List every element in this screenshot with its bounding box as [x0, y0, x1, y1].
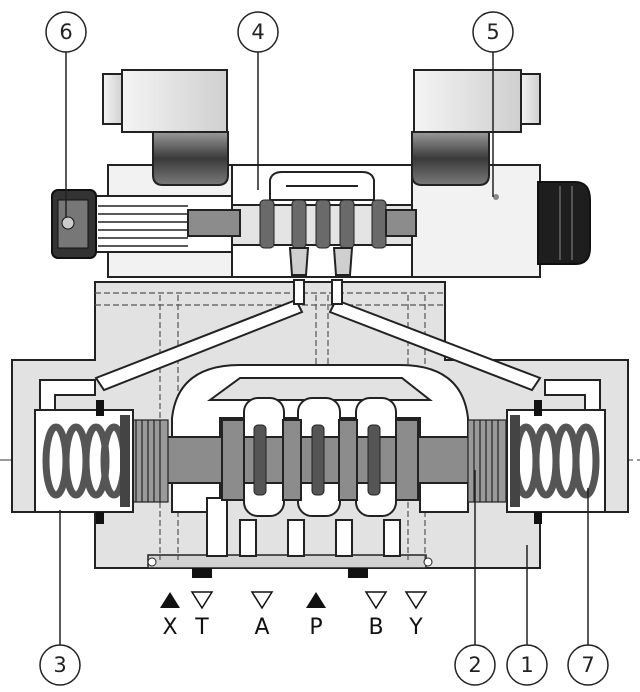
callout-7: 7 — [567, 644, 609, 686]
port-label-y: Y — [408, 615, 423, 640]
callout-5: 5 — [472, 11, 514, 53]
svg-text:3: 3 — [53, 653, 66, 677]
callout-2: 2 — [454, 644, 496, 686]
open-triangle-icon — [190, 591, 214, 610]
callout-6: 6 — [45, 11, 87, 53]
filled-triangle-icon — [160, 592, 180, 608]
right-spring-chamber — [506, 400, 606, 524]
main-spool — [129, 419, 511, 501]
svg-text:1: 1 — [520, 653, 533, 677]
filled-triangle-icon — [306, 592, 326, 608]
left-connector — [102, 69, 229, 186]
callout-3: 3 — [39, 644, 81, 686]
svg-text:2: 2 — [468, 653, 481, 677]
port-label-b: B — [368, 615, 383, 640]
svg-text:5: 5 — [486, 20, 499, 44]
port-label-x: X — [162, 615, 177, 640]
callout-1: 1 — [506, 644, 548, 686]
leader-lines — [59, 52, 589, 645]
svg-text:4: 4 — [251, 20, 264, 44]
port-label-t: T — [194, 615, 209, 640]
port-label-a: A — [254, 615, 269, 640]
open-triangle-icon — [364, 591, 388, 610]
open-triangle-icon — [404, 591, 428, 610]
right-connector — [411, 69, 541, 186]
pilot-channels — [94, 279, 542, 392]
port-symbols — [160, 591, 428, 610]
left-spring-chamber — [34, 400, 134, 524]
svg-text:7: 7 — [581, 653, 594, 677]
svg-text:6: 6 — [59, 20, 72, 44]
open-triangle-icon — [250, 591, 274, 610]
port-markers — [147, 557, 433, 578]
port-label-p: P — [309, 615, 322, 640]
callout-4: 4 — [237, 11, 279, 53]
left-solenoid — [51, 189, 241, 259]
centering-rings — [129, 419, 507, 503]
